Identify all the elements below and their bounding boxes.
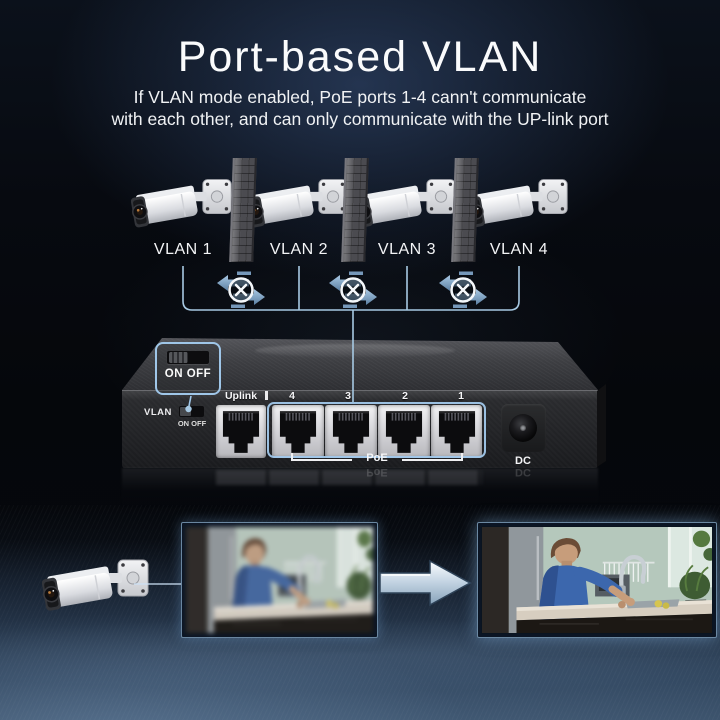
vlan3-camera-group: VLAN 3 (349, 172, 465, 259)
isolation-wall-icon (341, 158, 369, 262)
isolation-wall-icon (229, 158, 257, 262)
switch-top-highlight (255, 344, 455, 357)
vlan4-camera-group: VLAN 4 (461, 172, 577, 259)
rj45-jack-icon (222, 410, 260, 453)
blocked-communication-icon (215, 270, 267, 310)
ports-reflection (216, 470, 482, 485)
security-camera-icon (42, 559, 149, 613)
vlan-toggle-zoomed (167, 351, 209, 364)
dc-jack-hole (509, 414, 537, 442)
on-off-label: ON OFF (177, 419, 207, 428)
vlan4-label: VLAN 4 (489, 241, 549, 258)
poe-label-reflection: PoE (366, 466, 388, 478)
subtitle-line-2: with each other, and can only communicat… (111, 109, 609, 129)
subtitle: If VLAN mode enabled, PoE ports 1-4 cann… (0, 86, 720, 130)
transition-arrow-icon (379, 559, 472, 607)
vlan2-label: VLAN 2 (269, 241, 329, 258)
vlan-toggle-switch (179, 406, 204, 417)
subtitle-line-1: If VLAN mode enabled, PoE ports 1-4 cann… (133, 87, 587, 107)
vlan1-camera-group: VLAN 1 (125, 172, 241, 259)
toggle-knob (169, 352, 188, 363)
blurry-camera-snapshot (186, 527, 373, 633)
security-camera-icon (355, 178, 456, 229)
port-3-label: 3 (345, 390, 351, 402)
vlan-switch-label: VLAN (144, 407, 172, 418)
clear-camera-snapshot (482, 527, 712, 633)
security-camera-icon (131, 178, 232, 229)
dc-power-jack (501, 404, 546, 452)
uplink-port-label: Uplink (224, 390, 258, 402)
isolation-wall-icon (451, 158, 479, 262)
blocked-communication-icon (327, 270, 379, 310)
port-label-separator (265, 391, 268, 400)
port-2-label: 2 (402, 390, 408, 402)
vlan2-camera-group: VLAN 2 (241, 172, 357, 259)
dc-label: DC (515, 455, 531, 467)
dc-jack-pin (520, 425, 526, 431)
clear-snapshot-frame (477, 522, 717, 638)
uplink-port (216, 405, 266, 458)
dc-label-reflection: DC (515, 466, 531, 478)
security-camera-icon (247, 178, 348, 229)
vlan3-label: VLAN 3 (377, 241, 437, 258)
page-title: Port-based VLAN (177, 33, 543, 81)
poe-label: PoE (366, 452, 388, 464)
blurry-snapshot-frame (181, 522, 378, 638)
blocked-communication-icon (437, 270, 489, 310)
switch-top-face (122, 338, 598, 390)
poe-ports-highlight-box (267, 402, 486, 458)
poe-port-1 (431, 405, 482, 458)
security-camera-icon (467, 178, 568, 229)
switch-reflection (122, 468, 598, 508)
toggle-knob (180, 407, 191, 416)
poe-port-3 (325, 405, 377, 458)
vlan-switch-callout: ON OFF (155, 342, 221, 395)
port-1-label: 1 (458, 390, 464, 402)
switch-right-side (597, 384, 606, 467)
poe-port-4 (272, 405, 324, 458)
port-4-label: 4 (289, 390, 295, 402)
poe-port-2 (378, 405, 430, 458)
callout-on-off-label: ON OFF (164, 368, 212, 380)
vlan1-label: VLAN 1 (153, 241, 213, 258)
